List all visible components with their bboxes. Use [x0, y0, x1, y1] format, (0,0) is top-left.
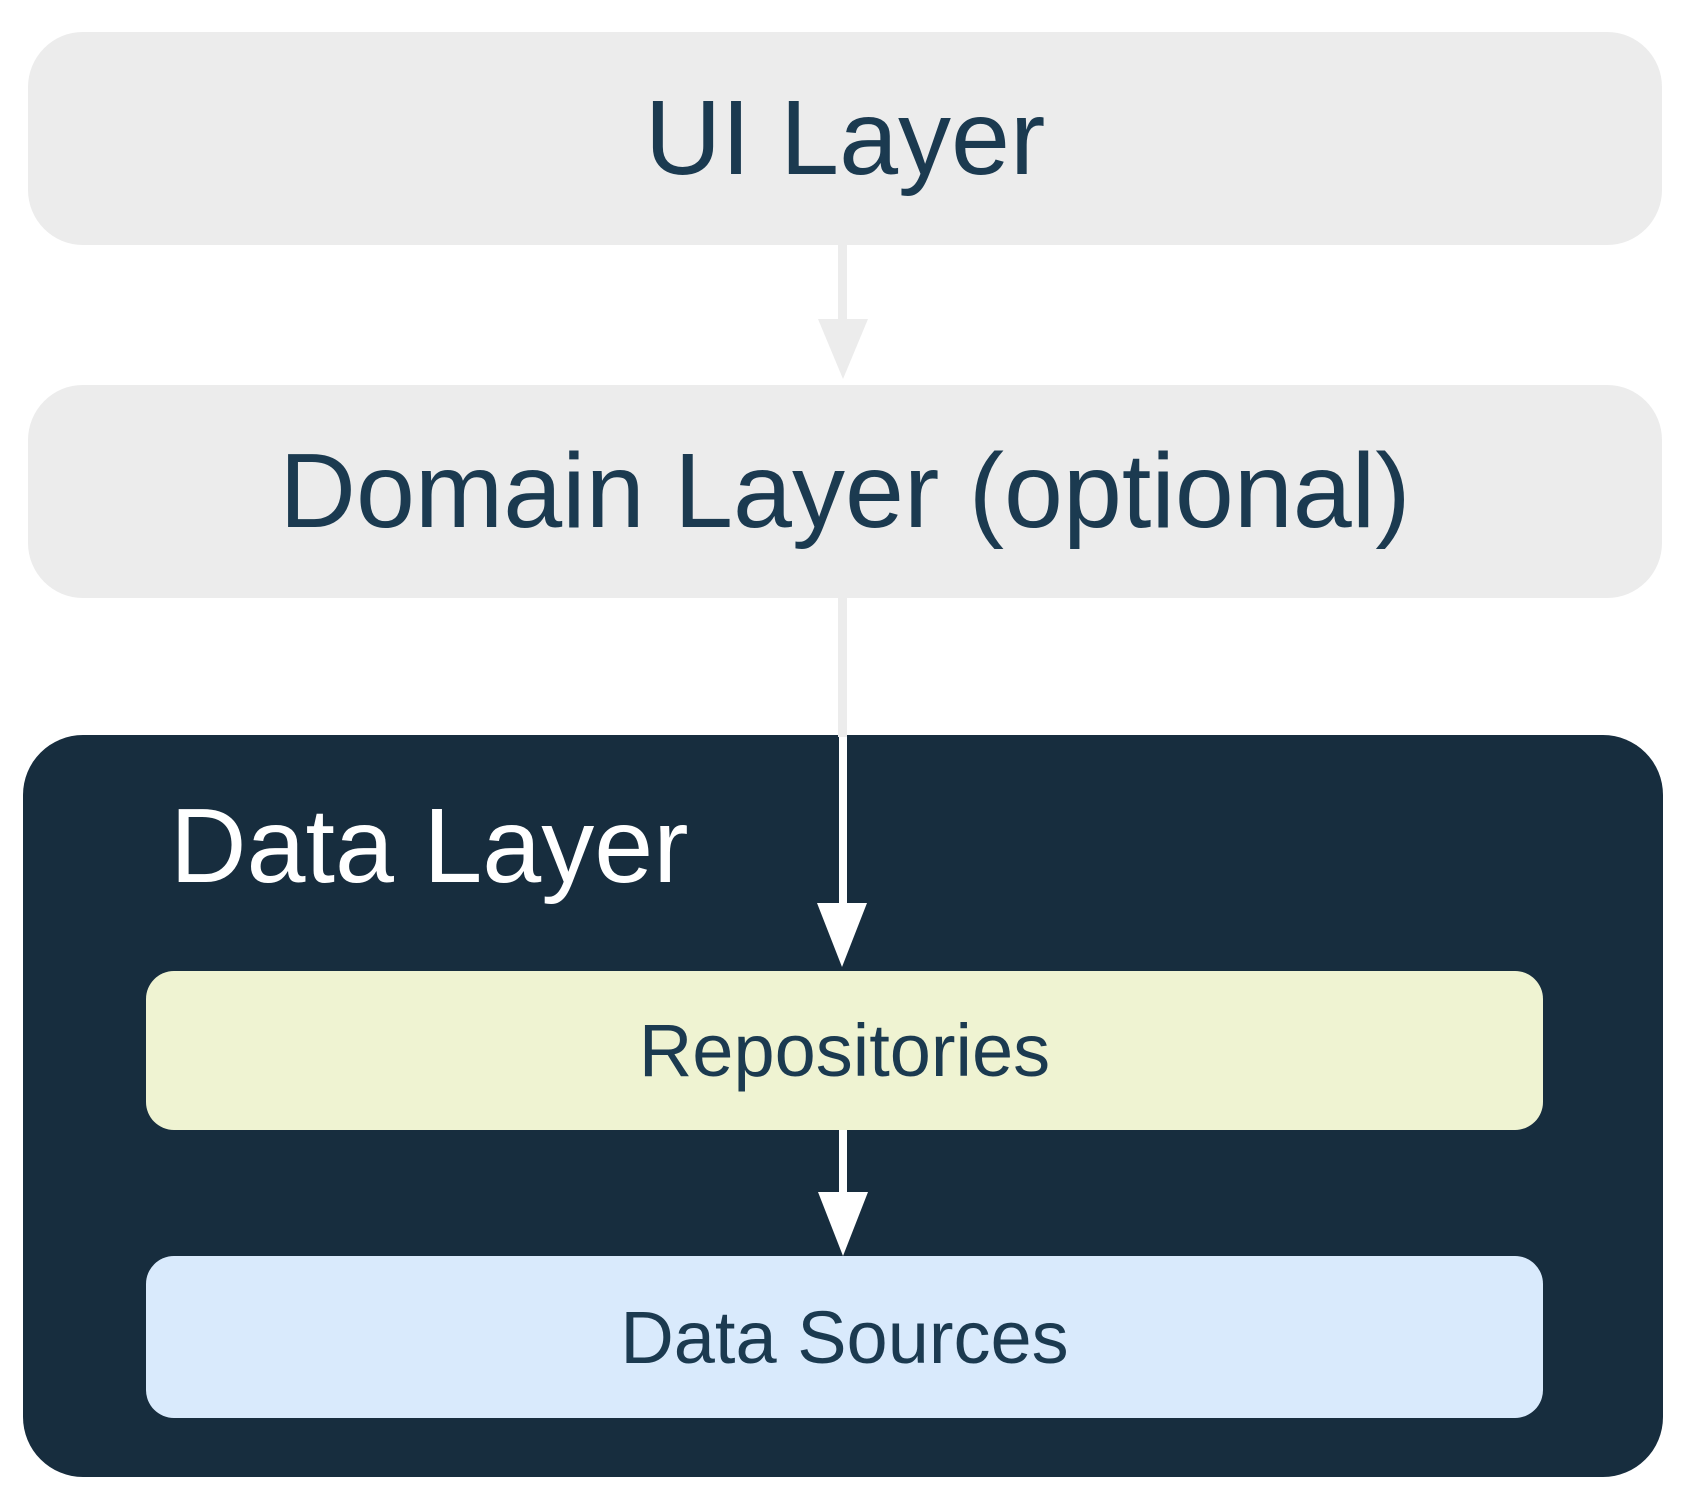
arrow-down-icon	[818, 319, 868, 379]
domain-layer-label: Domain Layer (optional)	[279, 432, 1411, 550]
arrow-ui-to-domain-line	[838, 245, 847, 321]
ui-layer-label: UI Layer	[644, 79, 1046, 197]
data-sources-label: Data Sources	[620, 1295, 1069, 1379]
data-sources-box: Data Sources	[146, 1256, 1543, 1418]
arrow-repositories-to-datasources-line	[839, 1130, 847, 1194]
ui-layer-box: UI Layer	[28, 32, 1662, 245]
arrow-domain-to-repositories-line-gray	[838, 597, 847, 737]
data-layer-label: Data Layer	[170, 787, 689, 905]
arrow-down-icon	[817, 903, 867, 967]
domain-layer-box: Domain Layer (optional)	[28, 385, 1662, 598]
arrow-down-icon	[818, 1192, 868, 1256]
repositories-box: Repositories	[146, 971, 1543, 1130]
repositories-label: Repositories	[638, 1009, 1051, 1092]
arrow-domain-to-repositories-line-white	[839, 737, 847, 905]
